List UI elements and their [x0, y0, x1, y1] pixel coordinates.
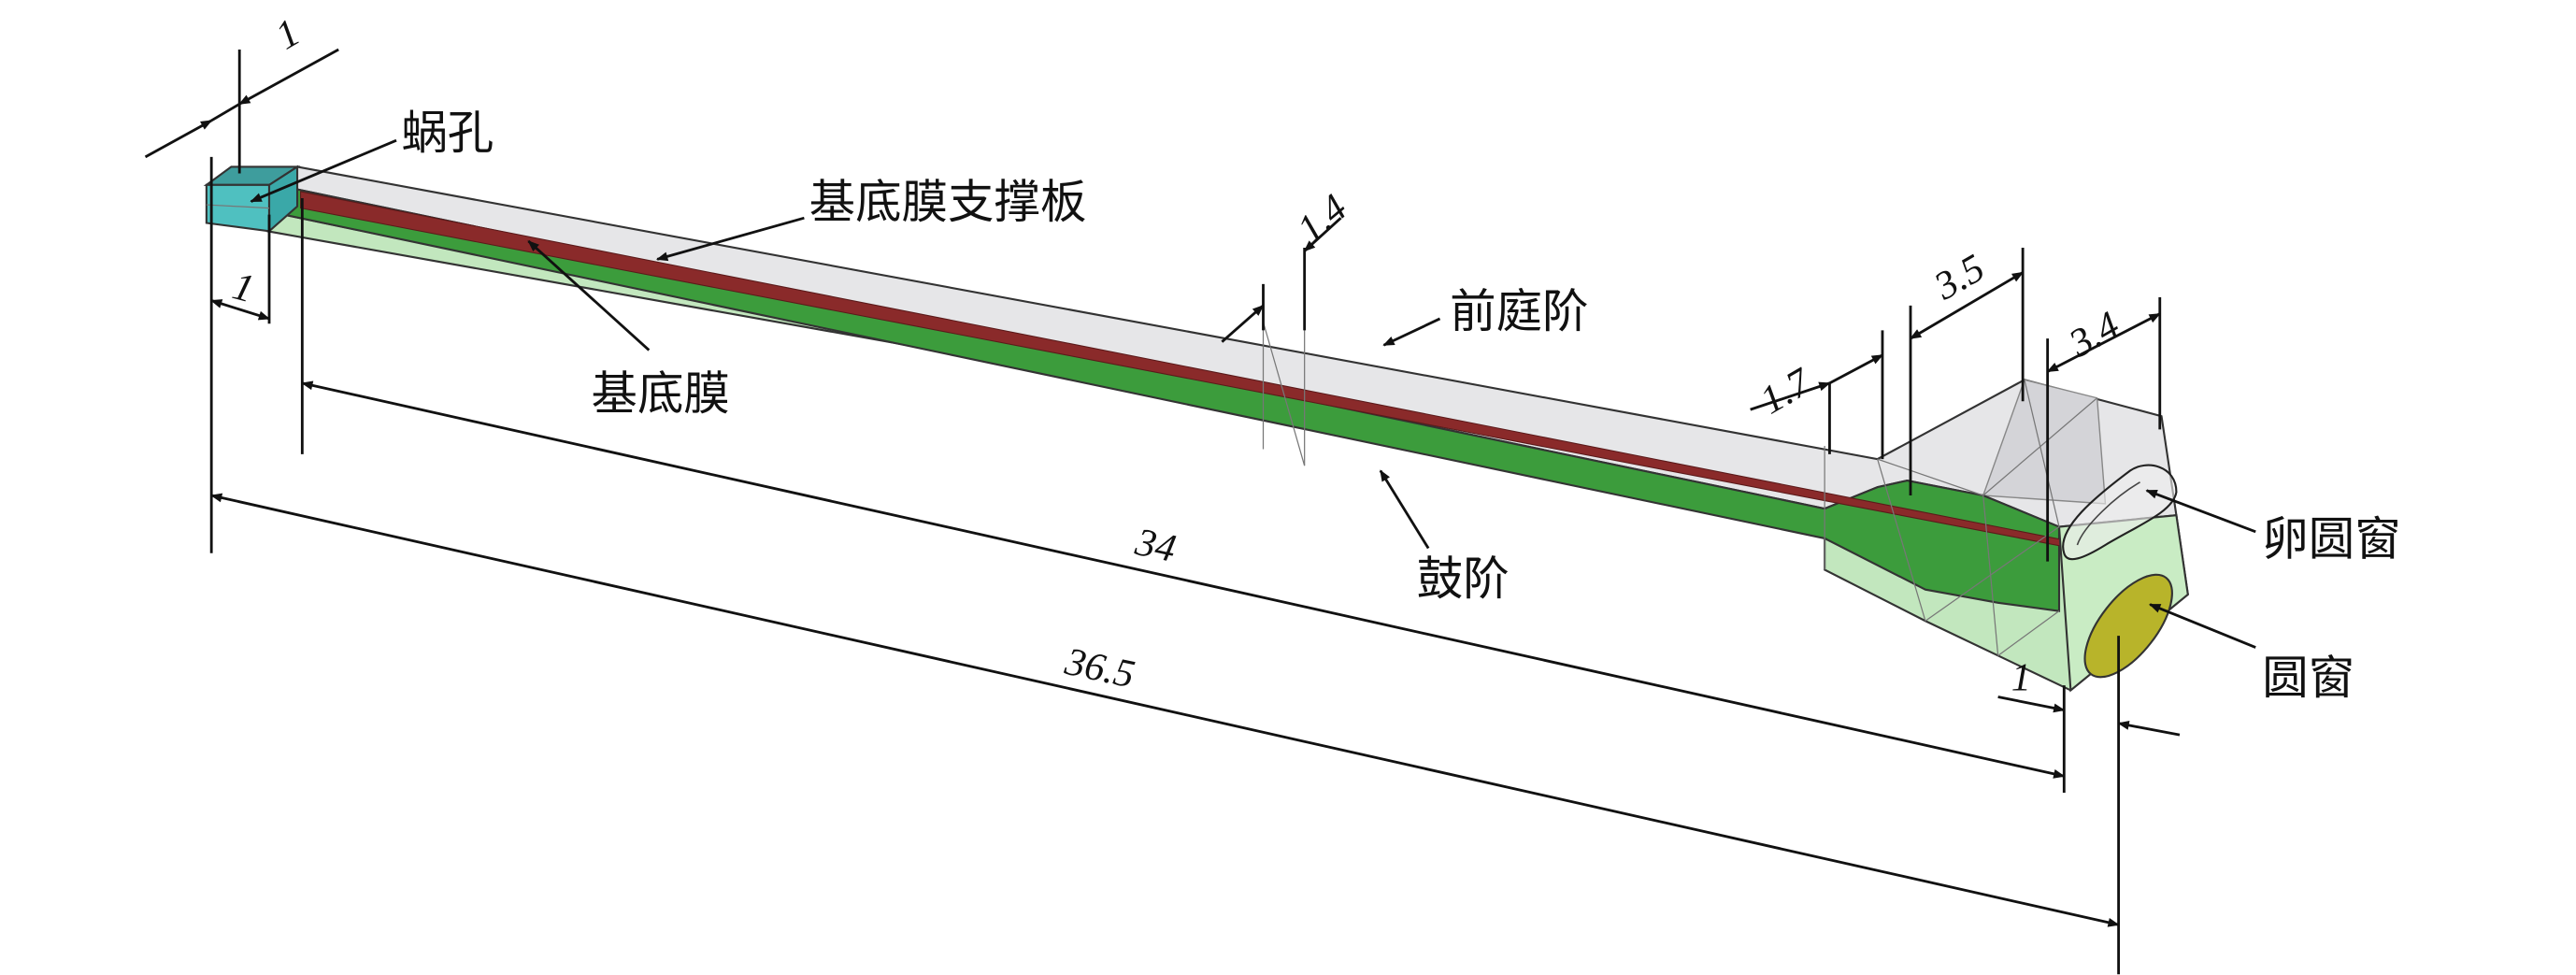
scala-vestibuli	[282, 165, 2178, 528]
dimension-lines	[144, 48, 2181, 927]
dim-vestibule-height: 3.4	[2061, 303, 2126, 366]
dim-helicotrema-depth: 1	[228, 264, 259, 311]
dim-base-offset: 1	[2011, 655, 2031, 699]
label-scala-vestibuli: 前庭阶	[1450, 286, 1588, 337]
dim-transition: 1.7	[1753, 359, 1819, 423]
dim-apex-height: 1.4	[1289, 186, 1355, 251]
leader-lines	[250, 138, 2256, 649]
label-round-window: 圆窗	[2262, 652, 2354, 704]
label-basilar-membrane: 基底膜	[591, 368, 729, 420]
label-helicotrema: 蜗孔	[401, 108, 494, 159]
label-scala-tympani: 鼓阶	[1417, 553, 1510, 605]
label-bm-support: 基底膜支撑板	[809, 177, 1087, 228]
dim-bm-length: 34	[1131, 520, 1180, 571]
dim-vestibule-length: 3.5	[1926, 246, 1992, 309]
label-oval-window: 卵圆窗	[2262, 514, 2400, 566]
dim-helicotrema-width: 1	[268, 10, 308, 58]
